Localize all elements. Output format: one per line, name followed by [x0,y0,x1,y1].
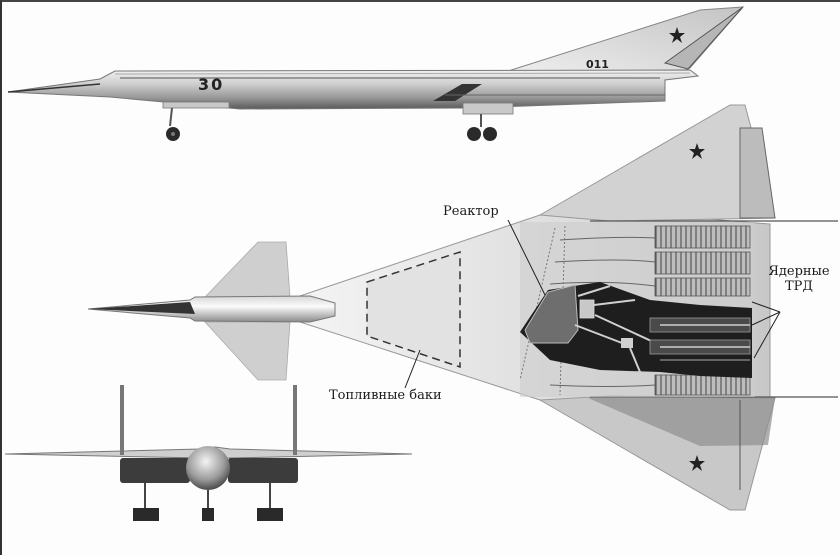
tail-number: 011 [586,58,609,71]
front-gear-right [257,508,283,521]
side-nose-gear-pod [162,101,230,109]
side-fin-star-icon [669,27,685,43]
top-engine-nacelles [549,225,751,396]
nose-number: 30 [198,75,225,94]
side-fuselage [7,69,700,110]
nuclear-engines-label-line1: Ядерные [768,264,830,279]
side-main-wheel-front [467,127,481,141]
top-fuel-tanks-outline [366,250,461,369]
front-engine-box-left [120,458,190,483]
top-fuselage [87,295,336,323]
reactor-label: Реактор [443,204,499,219]
front-gear-left [133,508,159,521]
top-canard-lower [204,321,291,381]
fuel-tanks-leader-line [404,349,421,389]
front-engine-box-right [228,458,298,483]
top-canard-upper [204,241,291,298]
reactor [524,284,579,344]
front-view [4,385,413,521]
fuel-tanks-label: Топливные баки [329,388,442,403]
side-rudder [663,6,744,70]
front-fuselage-nose [186,446,230,490]
top-view [87,104,838,511]
front-fin-left [120,385,124,455]
reactor-leader-line [507,219,546,296]
side-main-gear-pod [462,102,514,115]
top-upper-wing-star-icon [689,143,705,159]
side-wing-root [433,84,482,101]
top-lower-wing-star-icon [689,455,705,471]
side-main-wheel-rear [483,127,497,141]
side-view [7,6,745,141]
front-fin-right [293,385,297,455]
nuclear-engines-label: Ядерные ТРД [760,264,838,294]
nuclear-engines-label-line2: ТРД [785,279,813,294]
front-gear-nose [202,508,214,521]
engines-leader-lines [751,301,781,359]
